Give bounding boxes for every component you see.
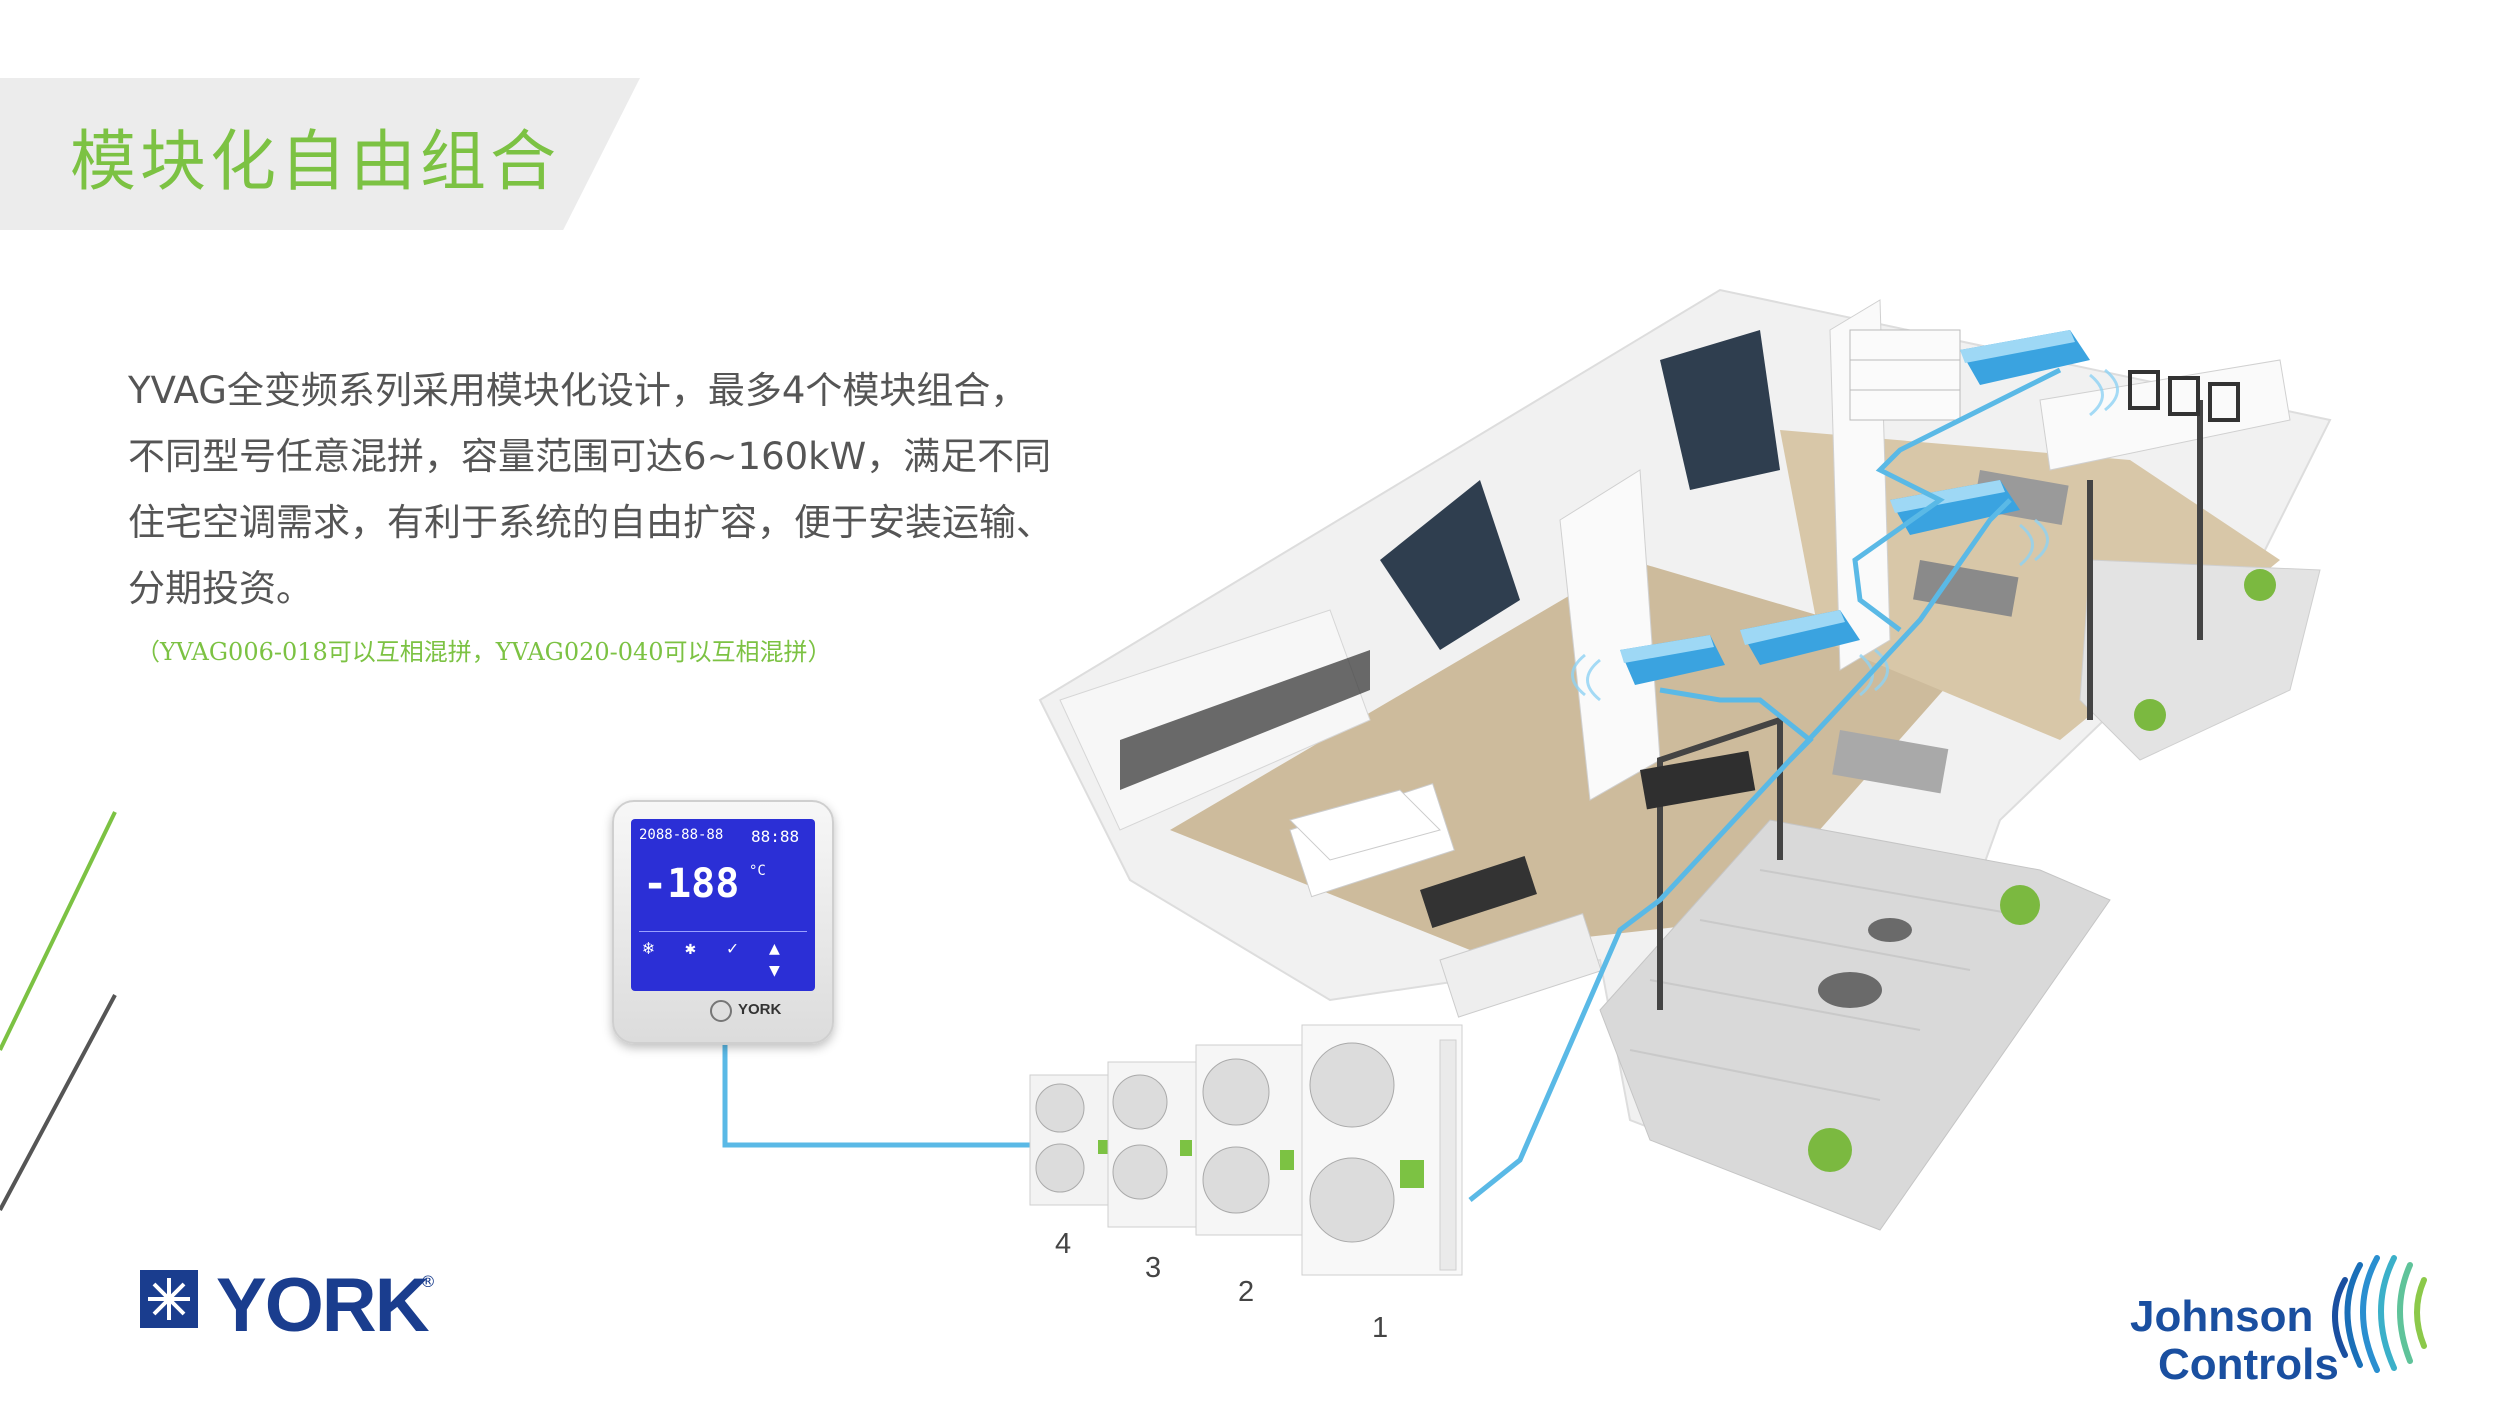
indoor-unit bbox=[1740, 610, 1860, 665]
outdoor-unit-3 bbox=[1107, 1061, 1205, 1228]
snowflake-icon bbox=[140, 1270, 198, 1328]
title-banner bbox=[0, 78, 640, 230]
module-label-4: 4 bbox=[1055, 1228, 1072, 1260]
wired-controller: 2088-88-88 88:88 -188 °C ❄ ✱ ✓ ▲ ▼ YORK bbox=[612, 800, 834, 1044]
controller-time: 88:88 bbox=[751, 827, 800, 846]
outdoor-unit-1 bbox=[1301, 1024, 1463, 1276]
jc-swirl-icon bbox=[2332, 1255, 2427, 1373]
decorative-lines bbox=[0, 811, 117, 1211]
controller-brand: YORK bbox=[738, 1001, 782, 1018]
page-title: 模块化自由组合 bbox=[70, 123, 560, 200]
outdoor-unit-2 bbox=[1195, 1044, 1311, 1236]
description-line: 不同型号任意混拼，容量范围可达6~160kW，满足不同 bbox=[128, 435, 1052, 478]
module-label-2: 2 bbox=[1238, 1276, 1255, 1308]
jc-logo-line2: Controls bbox=[2158, 1340, 2339, 1389]
outdoor-unit-4 bbox=[1029, 1074, 1119, 1206]
module-label-1: 1 bbox=[1372, 1312, 1389, 1344]
controller-unit: °C bbox=[749, 863, 766, 879]
mode-icon: ❄ bbox=[643, 938, 654, 959]
jc-logo-line1: Johnson bbox=[2130, 1292, 2314, 1341]
description-text: YVAG全变频系列采用模块化设计，最多4个模块组合， 不同型号任意混拼，容量范围… bbox=[128, 358, 1118, 622]
house-floorplan bbox=[1038, 288, 2332, 1231]
description-line: YVAG全变频系列采用模块化设计，最多4个模块组合， bbox=[128, 369, 1028, 412]
down-icon: ▼ bbox=[769, 960, 780, 981]
outdoor-modules bbox=[1029, 1024, 1463, 1276]
indoor-unit bbox=[1620, 635, 1725, 685]
description-line: 分期投资。 bbox=[128, 567, 313, 610]
fan-icon: ✱ bbox=[685, 938, 696, 959]
controller-screen: 2088-88-88 88:88 -188 °C ❄ ✱ ✓ ▲ ▼ bbox=[631, 819, 815, 991]
description-line: 住宅空调需求，有利于系统的自由扩容，便于安装运输、 bbox=[128, 501, 1053, 544]
check-icon: ✓ bbox=[727, 938, 738, 959]
controller-date: 2088-88-88 bbox=[639, 827, 724, 843]
refrigerant-pipes bbox=[722, 367, 2062, 1202]
controller-keypad: ❄ ✱ ✓ ▲ ▼ bbox=[639, 931, 807, 986]
indoor-units bbox=[1571, 330, 2119, 702]
indoor-unit bbox=[1960, 330, 2090, 385]
controller-temperature: -188 bbox=[643, 861, 740, 907]
module-label-3: 3 bbox=[1145, 1252, 1162, 1284]
compatibility-note: （YVAG006-018可以互相混拼，YVAG020-040可以互相混拼） bbox=[136, 638, 832, 666]
york-logo: YORK bbox=[216, 1263, 430, 1348]
indoor-unit bbox=[1890, 480, 2020, 535]
york-registered-mark: ® bbox=[420, 1272, 436, 1291]
power-button-icon bbox=[710, 1000, 732, 1022]
up-icon: ▲ bbox=[769, 938, 780, 959]
plant-icon bbox=[1808, 569, 2276, 1172]
